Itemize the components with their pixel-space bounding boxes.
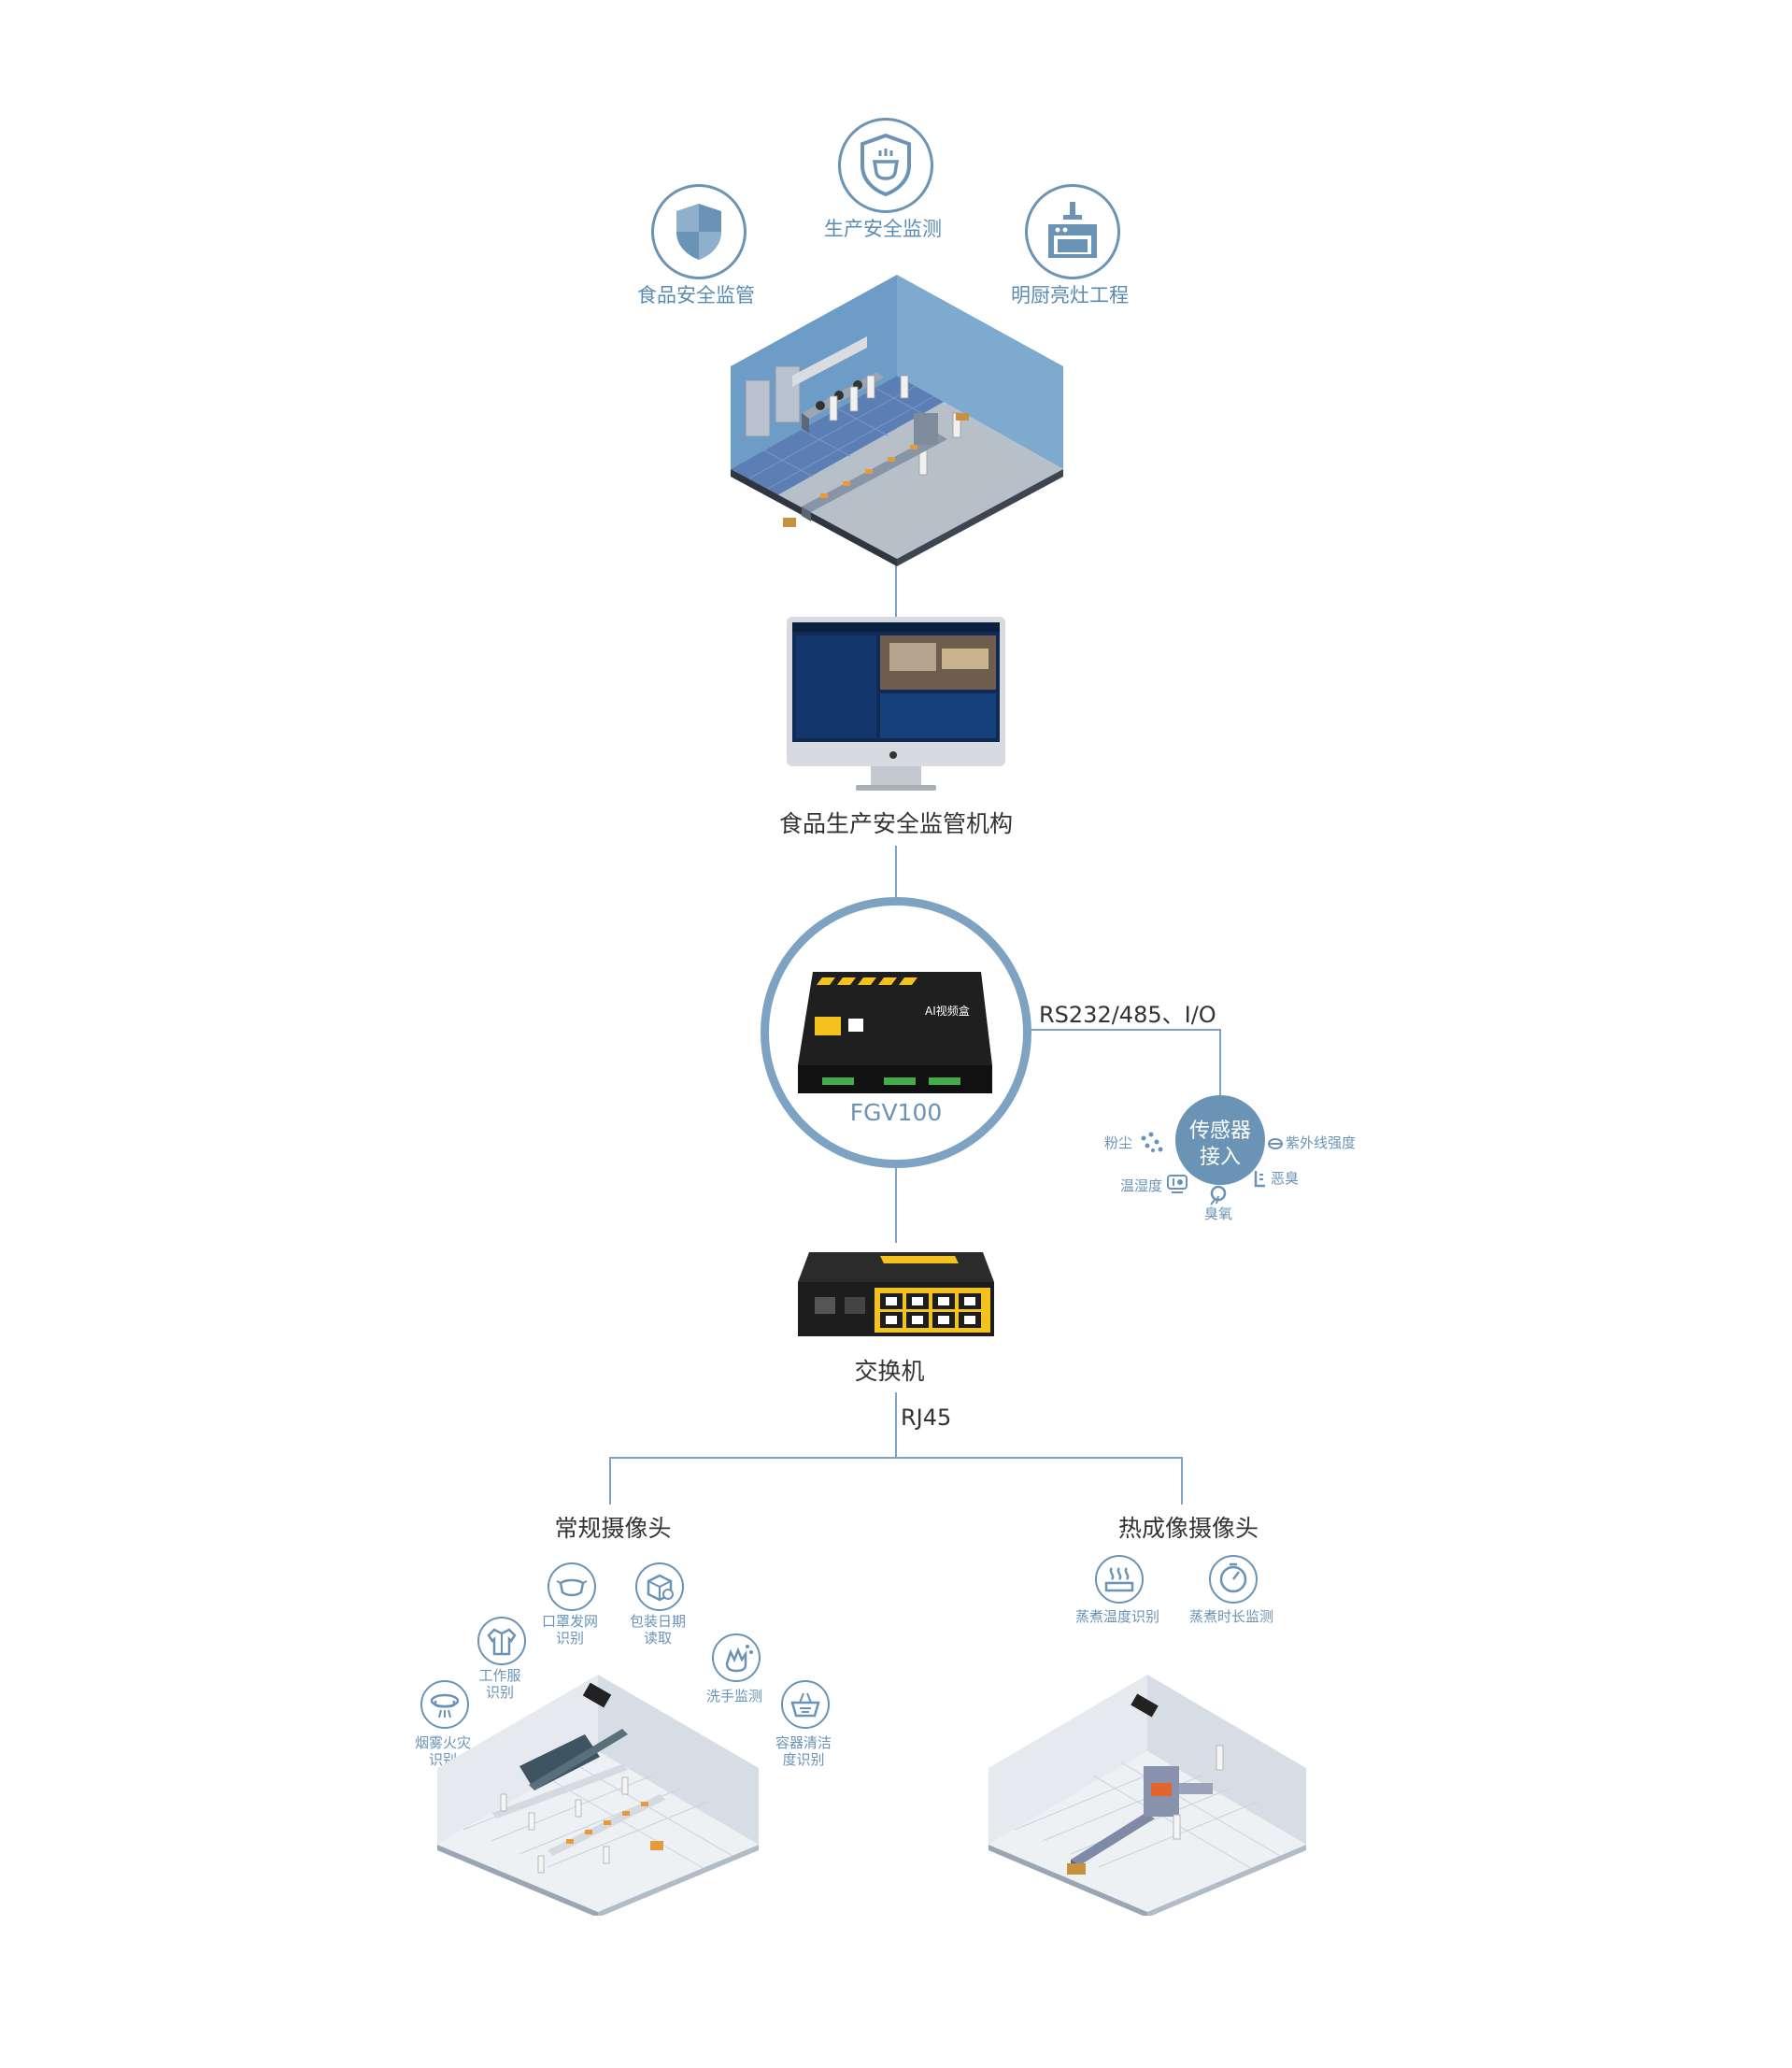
feature-uniform: 工作服 识别 [478,1667,521,1701]
steam-temp-icon-circle [1095,1555,1144,1604]
sensor-hub-line2: 接入 [1199,1146,1241,1169]
food-safety-icon-circle [651,184,747,279]
container-icon-circle [781,1680,830,1729]
shield-icon [676,204,721,260]
steam-time-icon-circle [1209,1555,1258,1604]
ai-video-box-device: AI视频盒 [798,972,992,1093]
interface-label: RS232/485、I/O [1039,1002,1216,1028]
kitchen-room-illustration [731,275,1063,566]
feature-steam-time: 蒸煮时长监测 [1188,1608,1273,1625]
monitor-screen [792,622,1000,742]
container-clean-icon [790,1692,820,1718]
timer-icon [1219,1562,1247,1593]
package-date-icon [647,1574,674,1602]
monitor-illustration [787,617,1005,794]
smoke-detector-icon [430,1693,460,1719]
kitchen-stove-icon [1048,202,1097,258]
mask-icon [556,1578,588,1597]
regular-camera-title: 常规摄像头 [554,1515,672,1542]
top-label-production-safety: 生产安全监测 [824,218,942,240]
uniform-icon [487,1628,517,1656]
sensor-odor-label: 恶臭 [1271,1170,1300,1187]
kitchen-icon-circle [1025,184,1120,279]
feature-handwash: 洗手监测 [705,1688,762,1704]
production-line-room-illustration [437,1675,759,1916]
odor-icon [1254,1171,1265,1188]
handwash-icon-circle [712,1633,761,1682]
temp-humidity-icon [1167,1175,1188,1193]
handwash-icon [725,1645,753,1673]
steaming-room-illustration [988,1675,1306,1916]
monitor-label: 食品生产安全监管机构 [778,810,1013,837]
sensor-dust-label: 粉尘 [1103,1134,1132,1151]
steam-temperature-icon [1104,1567,1134,1592]
smoke-icon-circle [420,1680,469,1729]
sensor-hub-line1: 传感器 [1188,1120,1251,1143]
top-label-kitchen: 明厨亮灶工程 [1011,284,1129,307]
sensor-uv-label: 紫外线强度 [1286,1134,1357,1151]
switch-label: 交换机 [854,1358,925,1385]
camera-bus-line [609,1457,1183,1505]
feature-container-clean: 容器清洁 度识别 [775,1734,832,1768]
sensor-temp-humidity-label: 温湿度 [1119,1177,1162,1194]
feature-mask: 口罩发网 识别 [541,1613,598,1647]
dust-icon [1141,1132,1163,1152]
network-switch-device [798,1252,994,1336]
feature-steam-temp: 蒸煮温度识别 [1074,1608,1159,1625]
mask-icon-circle [548,1562,596,1611]
production-safety-icon-circle [838,118,933,213]
uv-icon [1268,1138,1283,1149]
top-label-food-safety: 食品安全监管 [637,284,755,307]
feature-package-date: 包装日期 读取 [629,1613,686,1647]
sensor-ozone-label: 臭氧 [1203,1205,1232,1222]
device-name: FGV100 [849,1099,943,1126]
device-screen-text: AI视频盒 [925,1004,970,1018]
thermal-camera-title: 热成像摄像头 [1117,1515,1259,1542]
shield-cup-icon [860,133,911,197]
package-icon-circle [635,1562,684,1611]
device-to-sensor-line [1028,1029,1221,1095]
ozone-icon [1210,1185,1227,1205]
sensor-hub: 传感器 接入 [1175,1095,1265,1185]
uniform-icon-circle [477,1617,526,1665]
rj45-label: RJ45 [901,1405,952,1431]
